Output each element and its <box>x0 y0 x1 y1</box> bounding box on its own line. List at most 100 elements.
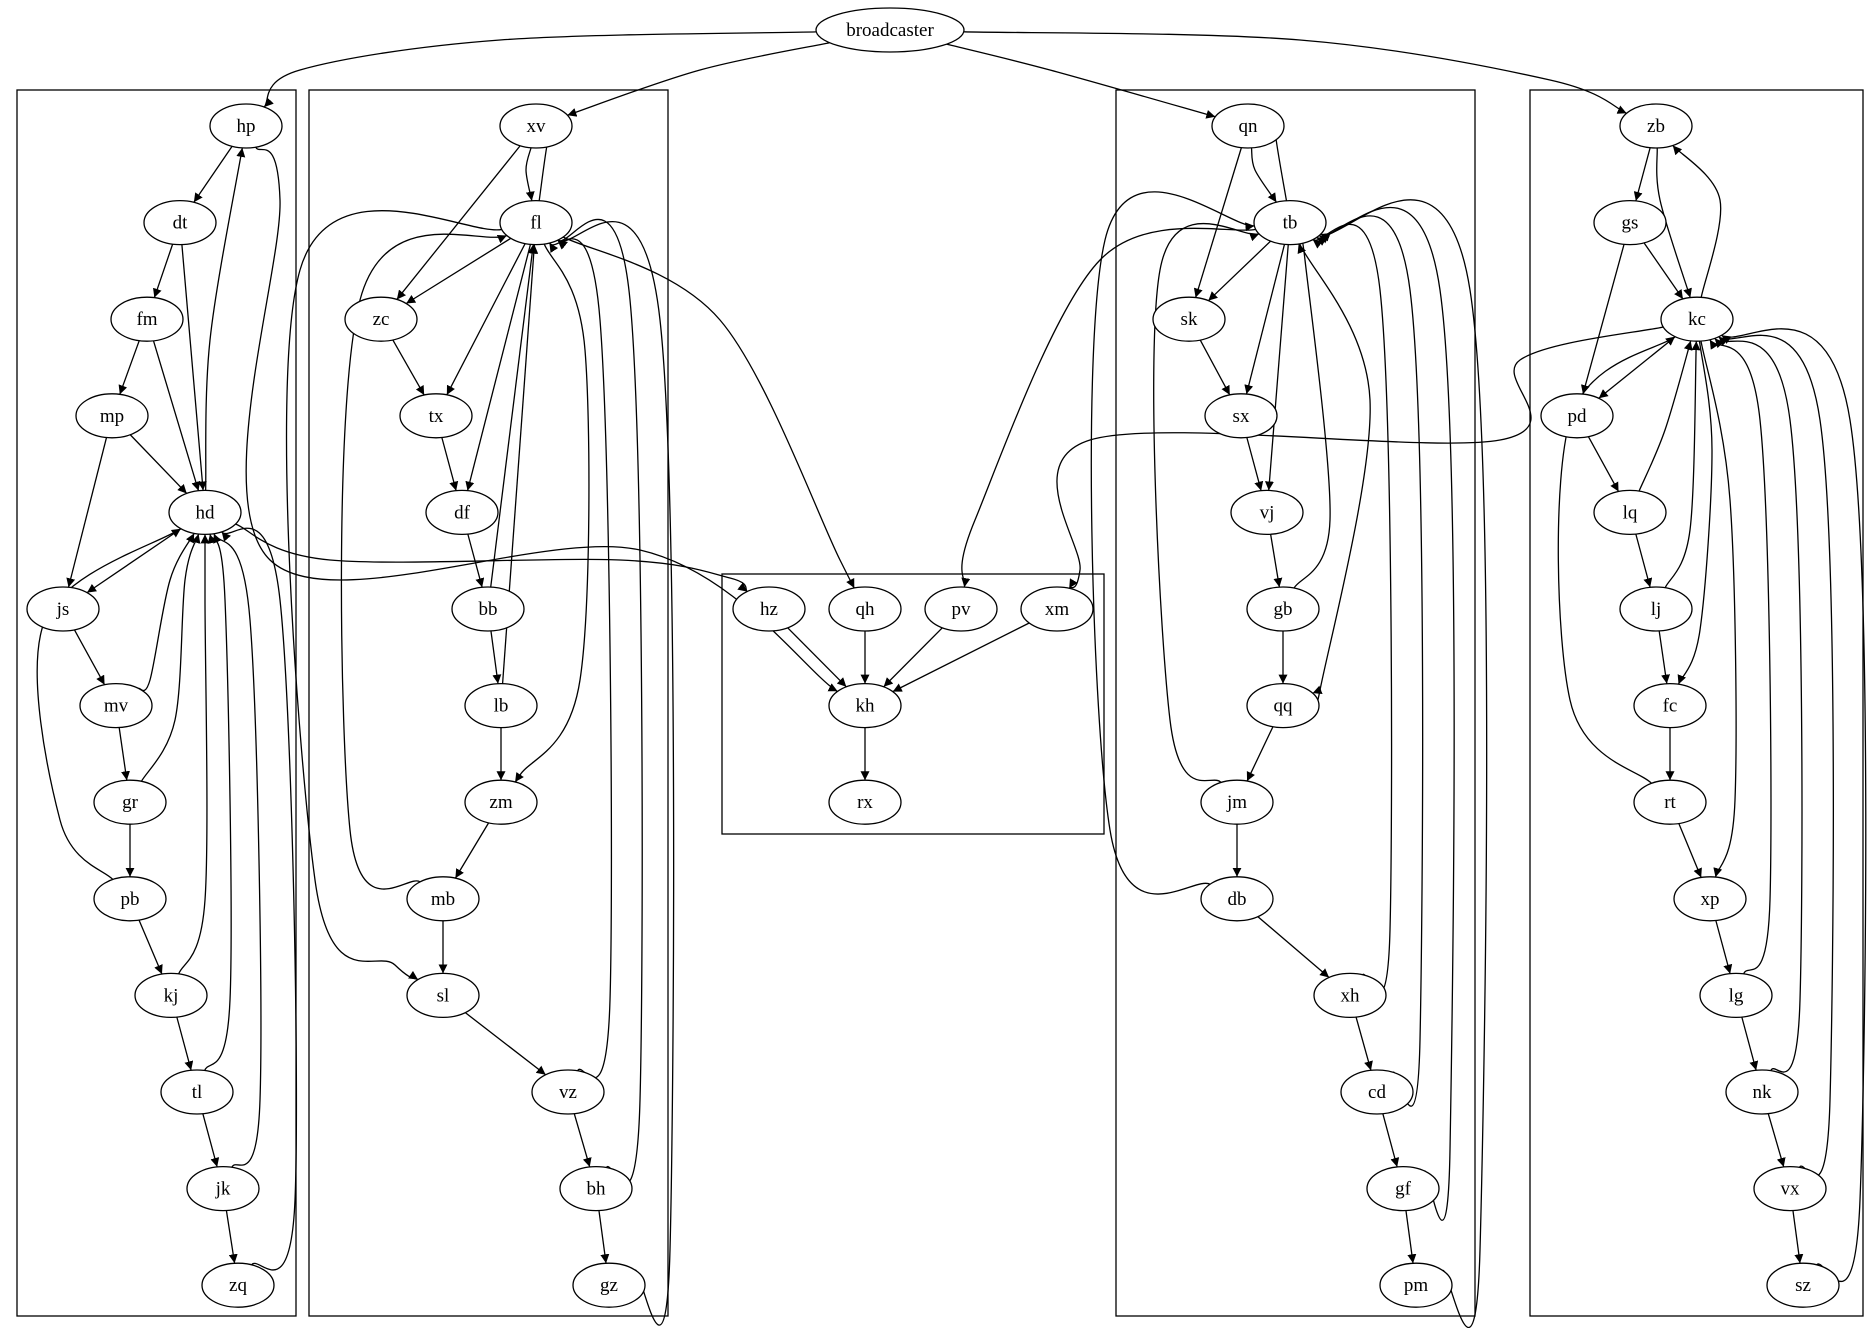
edge-line <box>892 622 1030 693</box>
edge-vz-to-bh <box>573 1113 592 1168</box>
edge-line <box>181 244 207 491</box>
node-qn[interactable]: qn <box>1211 103 1285 149</box>
node-rx[interactable]: rx <box>828 779 902 825</box>
node-label: fc <box>1663 696 1678 717</box>
node-shape <box>499 103 573 149</box>
node-qh[interactable]: qh <box>828 586 902 632</box>
edge-dt-to-hd <box>181 244 207 491</box>
node-label: hp <box>237 116 256 137</box>
edge-line <box>1700 340 1737 878</box>
node-fm[interactable]: fm <box>110 296 184 342</box>
node-sl[interactable]: sl <box>406 972 480 1019</box>
edge-fl-to-zc <box>405 237 512 305</box>
node-mv[interactable]: mv <box>79 682 153 729</box>
node-gb[interactable]: gb <box>1246 586 1320 632</box>
node-vx[interactable]: vx <box>1753 1165 1827 1212</box>
node-pm[interactable]: pm <box>1379 1262 1453 1308</box>
node-shape <box>828 586 902 632</box>
edge-line <box>1246 437 1264 491</box>
node-shape <box>1619 103 1693 149</box>
node-shape <box>406 876 480 922</box>
node-sz[interactable]: sz <box>1766 1262 1840 1308</box>
edge-line <box>961 227 1256 588</box>
node-jm[interactable]: jm <box>1200 779 1274 825</box>
node-label: rx <box>857 792 873 813</box>
node-lg[interactable]: lg <box>1699 972 1773 1019</box>
node-shape <box>168 489 242 536</box>
edge-nk-to-kc <box>1714 337 1803 1073</box>
node-label: sk <box>1181 309 1198 330</box>
node-xv[interactable]: xv <box>499 103 573 149</box>
node-gr[interactable]: gr <box>93 779 167 825</box>
node-qq[interactable]: qq <box>1246 682 1320 729</box>
node-df[interactable]: df <box>425 489 499 536</box>
edge-mv-to-gr <box>118 727 130 781</box>
node-kj[interactable]: kj <box>134 972 208 1019</box>
node-lb[interactable]: lb <box>464 682 538 729</box>
edge-qn-to-sk <box>1193 147 1243 298</box>
node-tx[interactable]: tx <box>399 393 473 439</box>
edge-line <box>1672 145 1722 298</box>
node-lq[interactable]: lq <box>1593 489 1667 536</box>
node-db[interactable]: db <box>1200 876 1274 922</box>
node-xp[interactable]: xp <box>1673 876 1747 922</box>
node-vz[interactable]: vz <box>531 1069 605 1115</box>
node-js[interactable]: js <box>26 586 100 632</box>
node-gs[interactable]: gs <box>1593 199 1667 246</box>
edge-zm-to-mb <box>454 822 490 879</box>
edge-line <box>1715 920 1733 974</box>
edge-line <box>213 533 262 1168</box>
node-pb[interactable]: pb <box>93 876 167 922</box>
node-fc[interactable]: fc <box>1633 682 1707 729</box>
edge-line <box>557 218 643 1185</box>
edge-pm-to-tb <box>1320 199 1488 1328</box>
node-broadcaster[interactable]: broadcaster <box>815 7 965 53</box>
node-jk[interactable]: jk <box>186 1165 260 1212</box>
node-dt[interactable]: dt <box>143 199 217 246</box>
edge-bh-to-gz <box>598 1210 610 1264</box>
node-sx[interactable]: sx <box>1204 393 1278 439</box>
node-fl[interactable]: fl <box>499 199 573 246</box>
edge-jm-to-tb <box>1153 223 1260 784</box>
node-lj[interactable]: lj <box>1619 586 1693 632</box>
node-vj[interactable]: vj <box>1230 489 1304 536</box>
edge-line <box>1318 206 1455 1221</box>
node-gz[interactable]: gz <box>572 1262 646 1308</box>
edges-layer <box>36 31 1867 1328</box>
node-kc[interactable]: kc <box>1660 296 1734 342</box>
node-pv[interactable]: pv <box>924 586 998 632</box>
node-shape <box>160 1069 234 1115</box>
node-shape <box>531 1069 605 1115</box>
node-cd[interactable]: cd <box>1340 1069 1414 1115</box>
node-tl[interactable]: tl <box>160 1069 234 1115</box>
edge-line <box>138 533 195 692</box>
node-label: sz <box>1795 1275 1811 1296</box>
edge-line <box>235 523 748 593</box>
edge-line <box>1643 242 1684 300</box>
node-hz[interactable]: hz <box>732 586 806 632</box>
node-xm[interactable]: xm <box>1020 586 1094 632</box>
edge-zb-to-gs <box>1633 147 1651 202</box>
node-pd[interactable]: pd <box>1540 393 1614 439</box>
node-label: lg <box>1729 985 1744 1006</box>
node-shape <box>1313 972 1387 1019</box>
node-gf[interactable]: gf <box>1366 1165 1440 1212</box>
node-kh[interactable]: kh <box>828 682 902 729</box>
node-hp[interactable]: hp <box>209 103 283 149</box>
node-rt[interactable]: rt <box>1633 779 1707 825</box>
node-xh[interactable]: xh <box>1313 972 1387 1019</box>
node-zq[interactable]: zq <box>201 1262 275 1308</box>
edge-pb-to-hd <box>36 528 182 880</box>
node-mp[interactable]: mp <box>75 393 149 439</box>
node-tb[interactable]: tb <box>1253 199 1327 246</box>
node-bb[interactable]: bb <box>451 586 525 632</box>
node-zb[interactable]: zb <box>1619 103 1693 149</box>
node-hd[interactable]: hd <box>168 489 242 536</box>
node-mb[interactable]: mb <box>406 876 480 922</box>
node-bh[interactable]: bh <box>559 1165 633 1212</box>
node-sk[interactable]: sk <box>1152 296 1226 342</box>
node-zm[interactable]: zm <box>464 779 538 825</box>
node-nk[interactable]: nk <box>1725 1069 1799 1115</box>
node-zc[interactable]: zc <box>344 296 418 342</box>
